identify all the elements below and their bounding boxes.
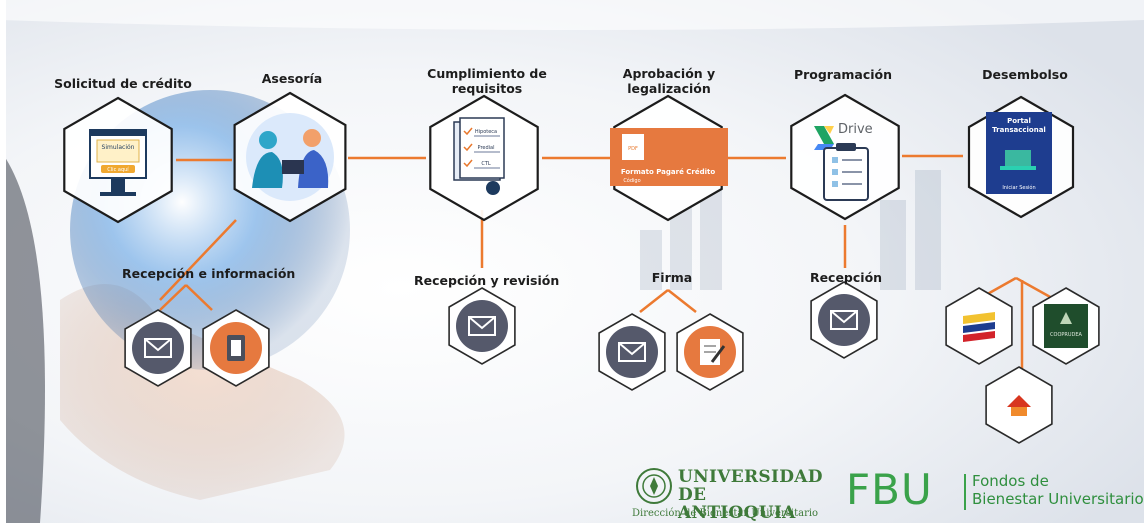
sub-label-recepcion-revision: Recepción y revisión [414, 273, 560, 288]
portal-laptop-base [1000, 166, 1036, 170]
clipboard-clip [836, 143, 856, 151]
check-icon [463, 127, 473, 136]
advisor-head [259, 131, 277, 149]
connector-line [667, 289, 697, 313]
connector-line [185, 284, 213, 311]
card-text-codigo: Código [623, 178, 641, 184]
pdf-file-icon [622, 134, 644, 160]
house-body [1011, 407, 1027, 416]
check-icon [463, 159, 473, 168]
phone-keypad [231, 340, 241, 356]
fbu-divider [964, 474, 966, 510]
sub-label-recepcion-informacion: Recepción e información [122, 266, 296, 281]
card-text-portal2: Transaccional [992, 126, 1046, 134]
step-label-solicitud: Solicitud de crédito [54, 76, 192, 91]
envelope-shape [618, 342, 646, 362]
cooprudea-tree-icon [1060, 312, 1072, 324]
monitor-titlebar [90, 130, 146, 136]
envelope-shape [468, 316, 496, 336]
checkbox-icon [832, 181, 838, 187]
ua-line1: UNIVERSIDAD [678, 467, 823, 487]
checkbox-icon [832, 157, 838, 163]
connector-line [159, 219, 237, 301]
drive-logo-green [814, 126, 834, 144]
laptop-icon [282, 160, 304, 174]
card-text-cooprudea: COOPRUDEA [1050, 332, 1082, 338]
card-text-predial: Predial [477, 145, 495, 151]
stamp-icon [486, 181, 500, 195]
click-button-shape [101, 165, 135, 173]
universidad-antioquia-logo: UNIVERSIDAD DE ANTIOQUIA Dirección de Bi… [632, 464, 822, 523]
clipboard-icon [823, 147, 869, 201]
check-icon [463, 143, 473, 152]
bancolombia-stripe-blue [963, 322, 995, 333]
house-roof-icon [1007, 395, 1031, 407]
card-text-ctl: CTL [481, 161, 491, 167]
sub-label-recepcion: Recepción [809, 270, 883, 285]
client-body [298, 150, 329, 188]
step-label-aprobacion: Aprobación y legalización [622, 66, 716, 96]
portal-laptop-screen [1005, 150, 1031, 166]
fbu-logo: FBU Fondos de Bienestar Universitario [846, 466, 1144, 522]
envelope-flap [144, 338, 172, 352]
step-label-cumplimiento: Cumplimiento de requisitos [427, 66, 547, 96]
bancolombia-stripe-yellow [963, 312, 995, 324]
fbu-line2: Bienestar Universitario [972, 490, 1144, 508]
client-head [303, 129, 321, 147]
fbu-mark: FBU [846, 465, 933, 514]
mail-icon [606, 326, 658, 378]
step-label-programacion: Programación [793, 67, 893, 82]
advisor-body [252, 152, 283, 188]
card-text-simulacion: Simulación [101, 144, 135, 151]
step-label-desembolso: Desembolso [982, 67, 1068, 82]
card-text-iniciar: Iniciar Sesión [1002, 185, 1036, 191]
card-text-formato: Formato Pagaré Crédito [620, 168, 716, 176]
pen-icon [710, 345, 726, 363]
envelope-flap [830, 310, 858, 324]
connector-line [983, 276, 1017, 298]
ua-line3: Dirección de Bienestar Universitario [632, 508, 819, 519]
card-text-portal1: Portal [1007, 117, 1031, 125]
checkbox-icon [832, 169, 838, 175]
cooprudea-logo [1044, 304, 1088, 348]
monitor-base [100, 192, 136, 196]
card-text-drive: Drive [838, 122, 873, 137]
mail-icon [456, 300, 508, 352]
bancolombia-stripe-red [963, 331, 995, 342]
card-text-pdf: PDF [628, 146, 638, 152]
monitor-stand [111, 178, 125, 192]
mail-icon [818, 294, 870, 346]
sub-label-firma: Firma [651, 270, 693, 285]
connector-line [639, 289, 669, 313]
card-text-clic: Clic aquí [107, 167, 129, 173]
connector-line [159, 284, 187, 311]
ua-line2: DE ANTIOQUIA [678, 485, 796, 523]
simulation-box [96, 139, 140, 163]
envelope-flap [468, 316, 496, 330]
envelope-flap [618, 342, 646, 356]
fbu-line1: Fondos de [972, 472, 1049, 490]
ua-seal-icon [636, 468, 672, 504]
step-label-asesoria: Asesoría [261, 71, 323, 86]
envelope-shape [144, 338, 172, 358]
mail-icon [132, 322, 184, 374]
card-text-hipoteca: Hipoteca [474, 129, 498, 135]
drive-logo-yellow [824, 126, 834, 134]
envelope-shape [830, 310, 858, 330]
